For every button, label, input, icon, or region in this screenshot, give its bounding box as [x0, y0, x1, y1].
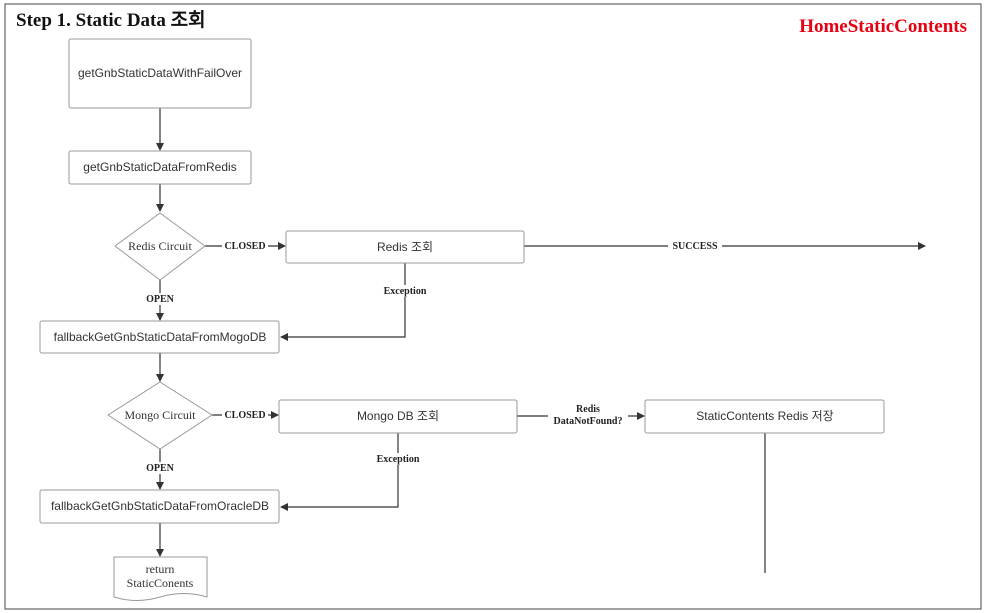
- edge-mongo-exception: [280, 433, 399, 511]
- label-mongo-open: OPEN: [146, 463, 175, 474]
- label-mongo-exception: Exception: [377, 454, 420, 465]
- node-redis-save: StaticContents Redis 저장: [644, 399, 885, 434]
- edge-redis-exception: [280, 263, 406, 341]
- step-title: Step 1. Static Data 조회: [16, 9, 206, 31]
- svg-text:return: return: [146, 562, 175, 576]
- svg-text:StaticContents Redis 저장: StaticContents Redis 저장: [696, 409, 833, 423]
- svg-text:StaticConents: StaticConents: [127, 576, 194, 590]
- svg-text:Mongo Circuit: Mongo Circuit: [125, 408, 197, 422]
- node-fallback-oracle: fallbackGetGnbStaticDataFromOracleDB: [39, 489, 280, 524]
- node-redis-query: Redis 조회: [285, 230, 525, 264]
- label-redis-open: OPEN: [146, 294, 175, 305]
- node-fallback-mongo: fallbackGetGnbStaticDataFromMogoDB: [39, 320, 280, 354]
- node-mongo-circuit: Mongo Circuit: [107, 381, 213, 450]
- node-from-redis: getGnbStaticDataFromRedis: [68, 150, 252, 185]
- label-mongo-closed: CLOSED: [224, 410, 265, 421]
- component-name: HomeStaticContents: [799, 16, 967, 37]
- node-with-failover: getGnbStaticDataWithFailOver: [68, 38, 252, 109]
- label-redis-not-found-line1: Redis: [576, 404, 600, 415]
- svg-text:fallbackGetGnbStaticDataFromOr: fallbackGetGnbStaticDataFromOracleDB: [51, 499, 269, 513]
- label-redis-not-found-line2: DataNotFound?: [554, 416, 623, 427]
- node-redis-circuit: Redis Circuit: [114, 212, 206, 281]
- node-mongo-query: Mongo DB 조회: [278, 399, 518, 434]
- label-redis-exception: Exception: [384, 286, 427, 297]
- svg-text:fallbackGetGnbStaticDataFromMo: fallbackGetGnbStaticDataFromMogoDB: [54, 330, 267, 344]
- svg-text:getGnbStaticDataWithFailOver: getGnbStaticDataWithFailOver: [78, 66, 242, 80]
- label-redis-closed: CLOSED: [224, 241, 265, 252]
- label-success: SUCCESS: [672, 241, 717, 252]
- svg-text:Mongo DB 조회: Mongo DB 조회: [357, 409, 439, 423]
- diagram-frame: [4, 3, 982, 610]
- svg-text:Redis 조회: Redis 조회: [377, 240, 433, 254]
- svg-text:getGnbStaticDataFromRedis: getGnbStaticDataFromRedis: [83, 160, 236, 174]
- node-return-document: return StaticConents: [113, 556, 208, 601]
- svg-text:Redis Circuit: Redis Circuit: [128, 239, 192, 253]
